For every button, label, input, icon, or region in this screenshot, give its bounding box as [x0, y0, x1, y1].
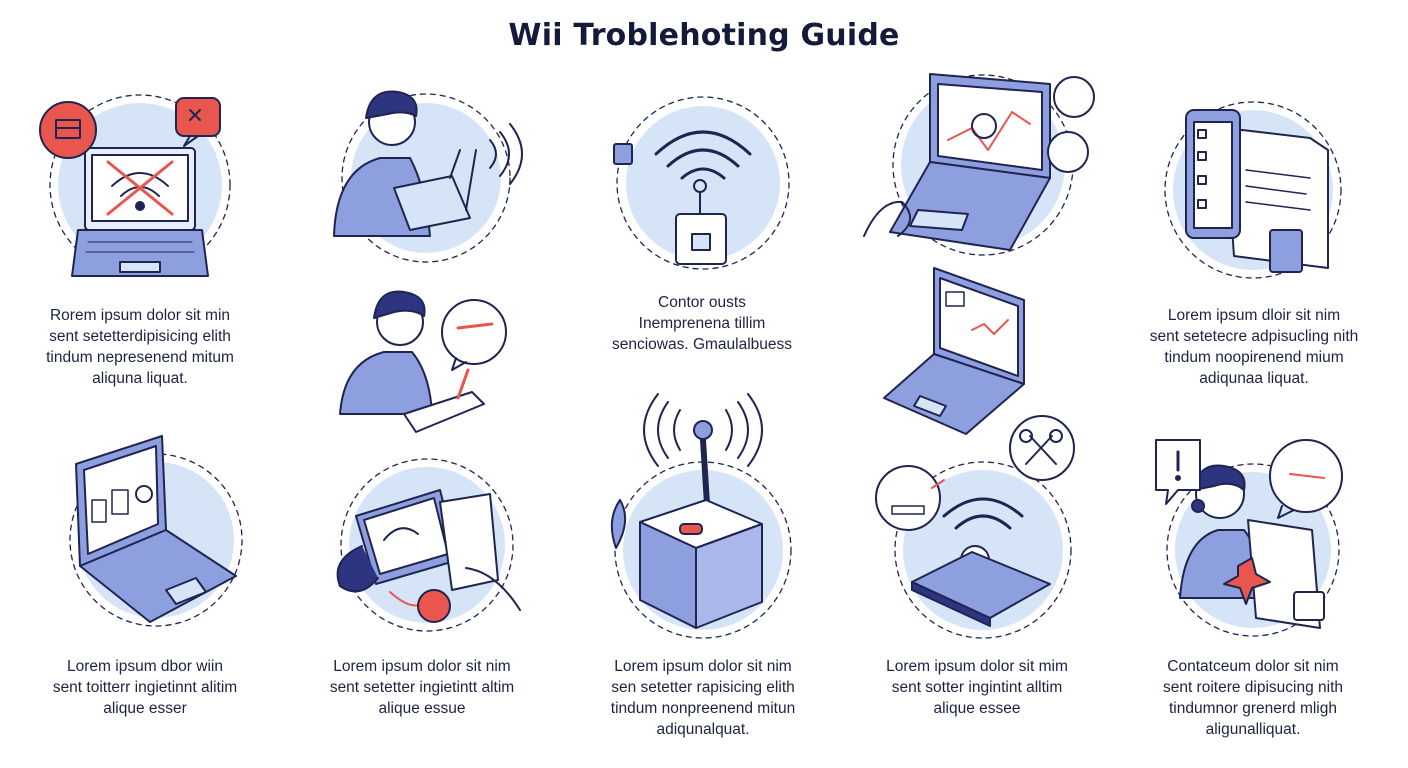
tablet-cable-icon: [336, 458, 521, 632]
caption-wifi-hub: Lorem ipsum dolor sit mim sent sotter in…: [886, 658, 1068, 717]
support-agent-icon: [1155, 439, 1343, 637]
person-router-icon: [333, 90, 523, 263]
caption-wifi-power: Contor ousts Inemprenena tillim senciowa…: [611, 294, 793, 353]
laptop-signal-icon: [863, 73, 1095, 256]
caption-tablet-cable: Lorem ipsum dolor sit nim sent setetter …: [329, 658, 515, 717]
phone-checklist-icon: [1164, 101, 1342, 279]
page-title: Wii Troblehoting Guide: [508, 18, 900, 53]
laptop-wifi-off-icon: [39, 94, 231, 277]
caption-phone-checklist: Lorem ipsum dloir sit nim sent setetecre…: [1149, 307, 1359, 387]
wifi-power-icon: [613, 96, 790, 270]
wifi-hub-icon: [875, 415, 1075, 639]
person-modem-icon: [339, 290, 507, 433]
laptop-chart-icon: [883, 267, 1025, 435]
caption-laptop-settings: Lorem ipsum dbor wiin sent toitterr ingi…: [52, 658, 238, 717]
antenna-router-icon: [610, 393, 792, 639]
caption-antenna-box: Lorem ipsum dolor sit nim sen setetter r…: [610, 658, 796, 738]
caption-laptop-no-wifi: Rorem ipsum dolor sit min sent setetterd…: [46, 307, 234, 387]
laptop-settings-icon: [69, 435, 243, 627]
caption-support-agent: Contatceum dolor sit nim sent roitere di…: [1162, 658, 1344, 738]
